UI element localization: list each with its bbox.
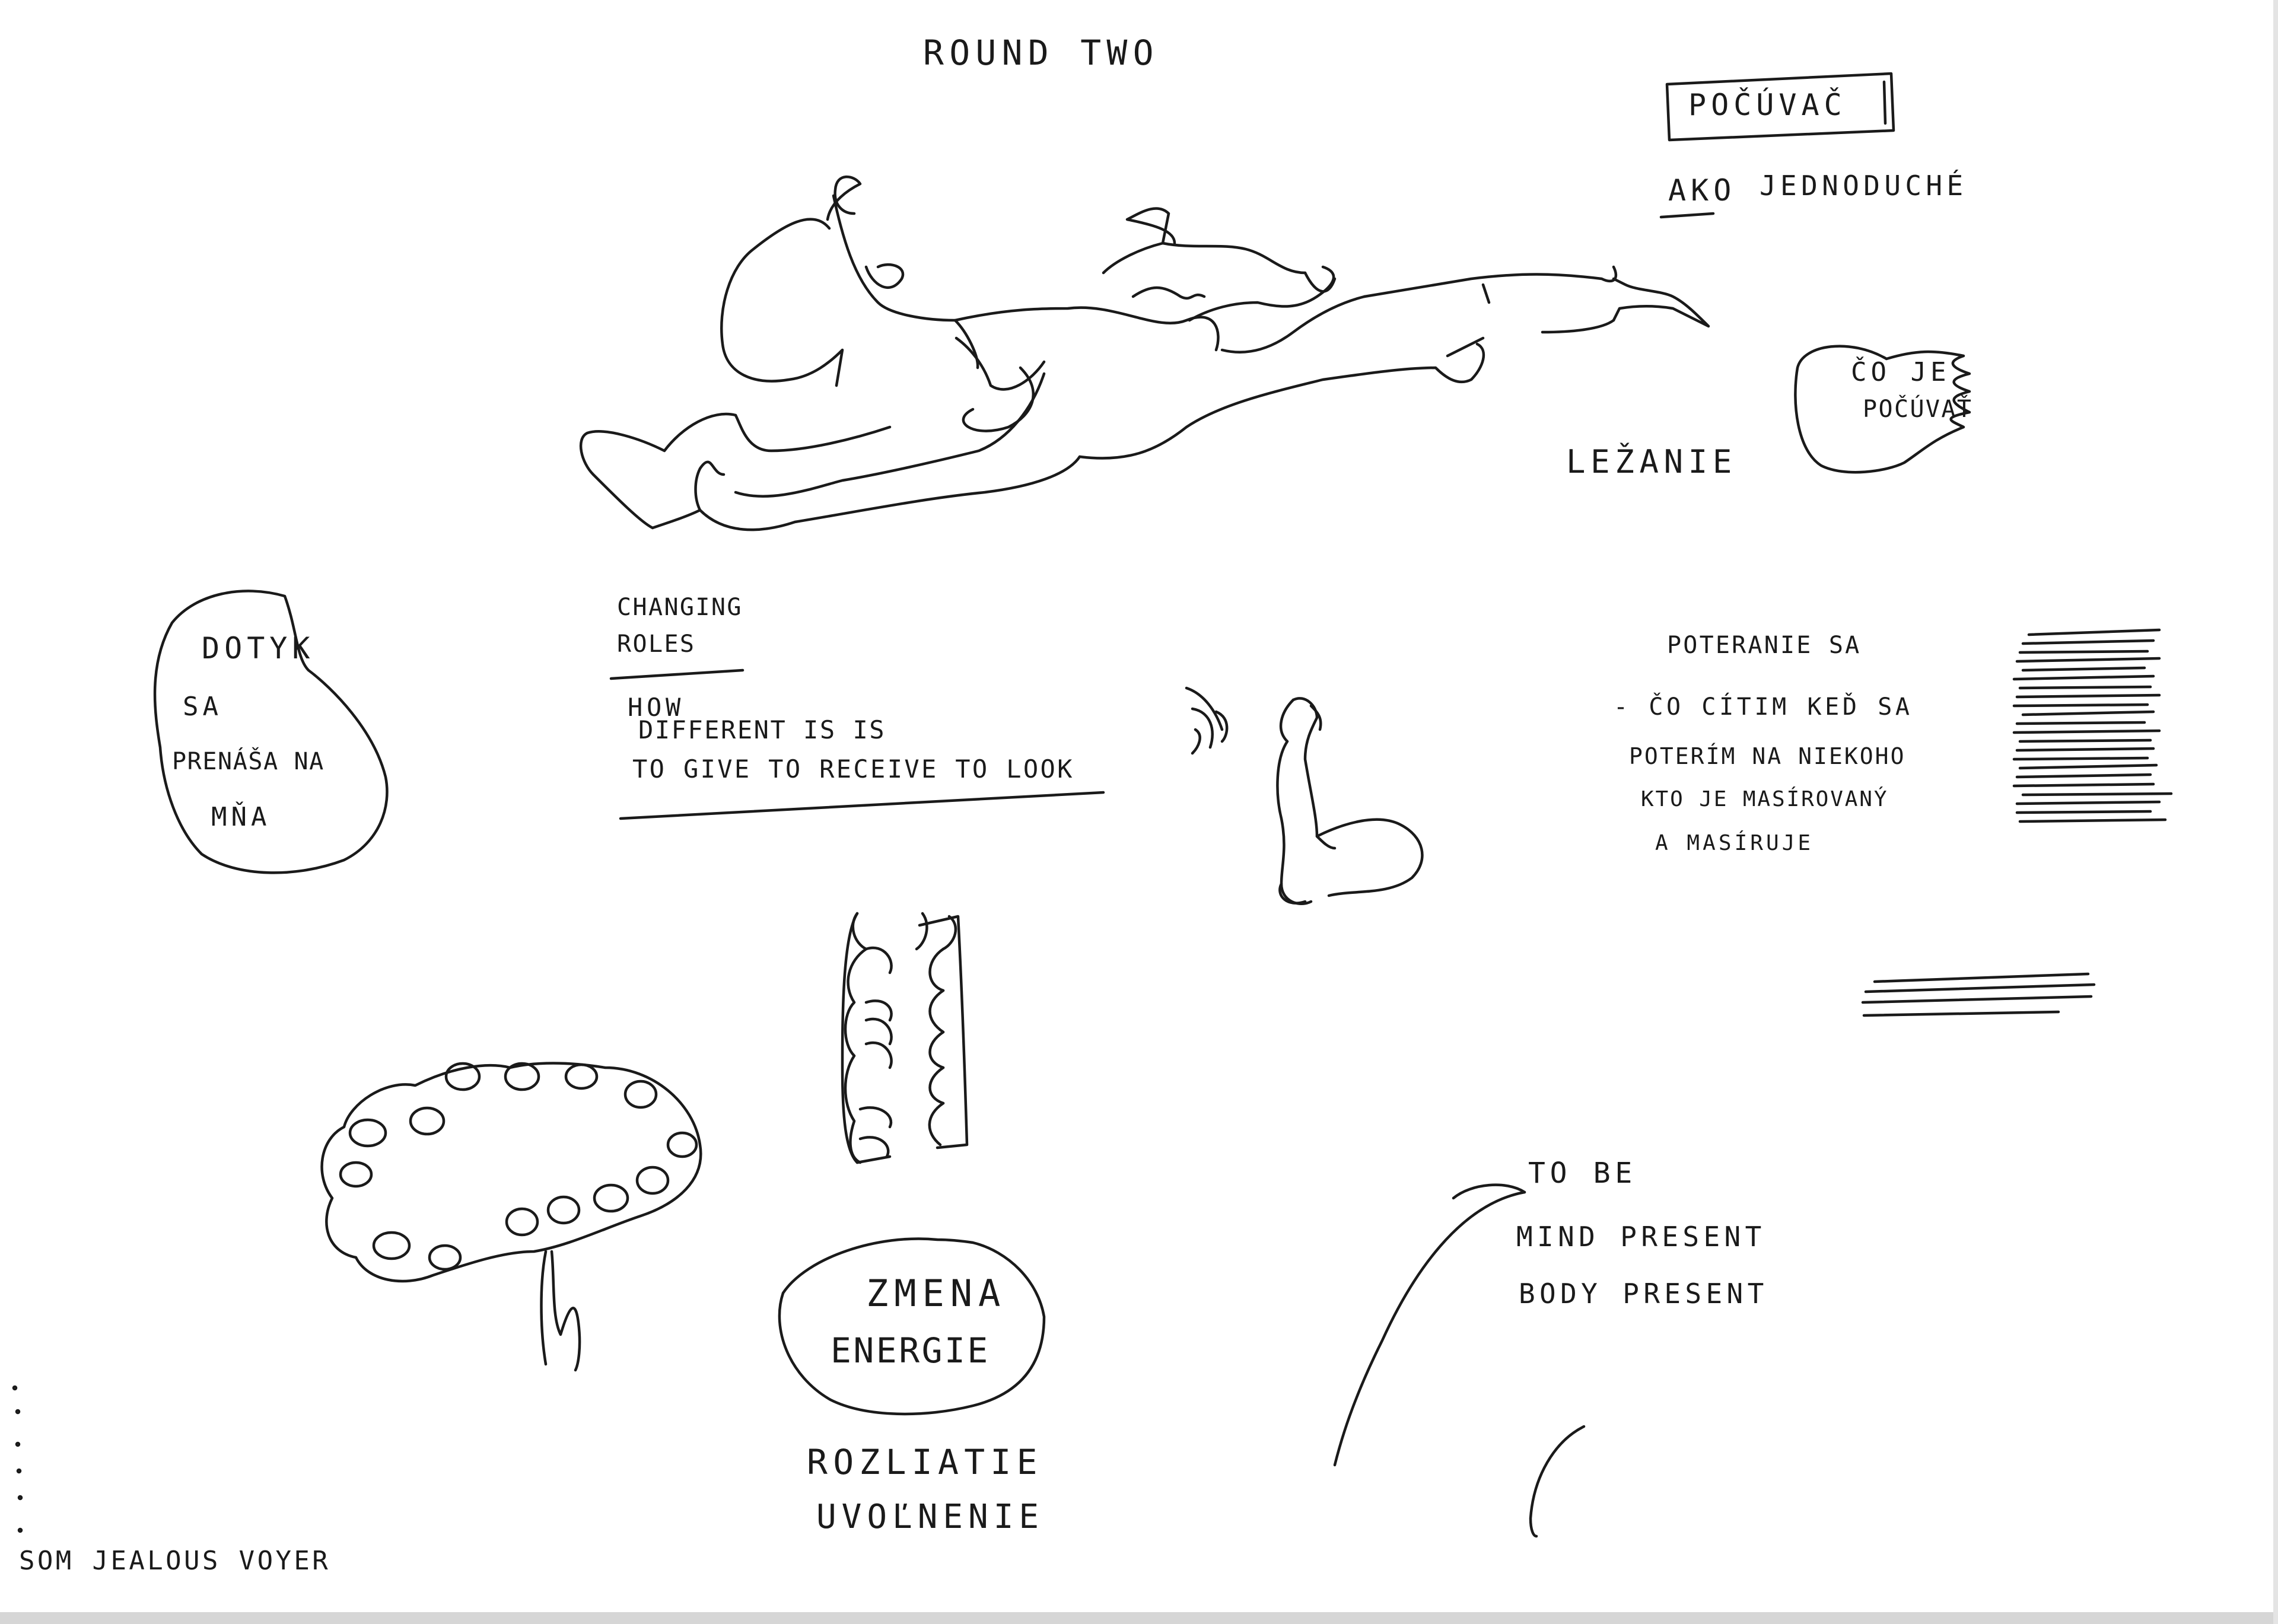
uvolnenie-label: UVOĽNENIE — [816, 1498, 1045, 1536]
roles-underline — [609, 668, 745, 680]
teeth-sketch — [841, 912, 969, 1164]
masirovany-label: KTO JE MASÍROVANÝ — [1641, 787, 1889, 811]
ako-label: AKO — [1668, 173, 1736, 208]
to-be-arc-tip — [1452, 1183, 1526, 1200]
speech-bubble — [1794, 345, 1971, 474]
ako-underline — [1659, 212, 1715, 219]
dotyk-label: DOTYK — [202, 631, 315, 665]
mna-label: MŇA — [211, 802, 271, 832]
citim-label: - ČO CÍTIM KEĎ SA — [1614, 693, 1913, 721]
scan-edge-bottom — [0, 1612, 2278, 1624]
pocuvac-label: POČÚVAČ — [1688, 88, 1847, 122]
prenasa-label: PRENÁŠA NA — [172, 748, 324, 775]
mind-present-label: MIND PRESENT — [1516, 1221, 1766, 1253]
co-je-label: ČO JE — [1851, 357, 1951, 387]
poterim-label: POTERÍM NA NIEKOHO — [1629, 743, 1906, 769]
thumb-sketch — [1276, 697, 1424, 905]
changing-label: CHANGING — [617, 594, 743, 621]
roles-label: ROLES — [617, 631, 696, 658]
waving-hand-sketch — [1185, 686, 1229, 755]
small-arc — [1529, 1425, 1586, 1538]
masiruje-label: A MASÍRUJE — [1655, 831, 1814, 855]
to-be-arc — [1333, 1190, 1526, 1467]
scan-edge-right — [2273, 0, 2278, 1624]
give-underline — [619, 791, 1105, 820]
poterenie-label: POTERANIE SA — [1667, 632, 1862, 659]
rozliatie-label: ROZLIATIE — [807, 1442, 1043, 1482]
energie-label: ENERGIE — [831, 1330, 990, 1371]
pocuvat-label: POČÚVAŤ — [1863, 396, 1973, 423]
jednoduche-label: JEDNODUCHÉ — [1760, 170, 1968, 202]
sa-label: SA — [183, 692, 223, 722]
dotyk-blob — [153, 590, 389, 874]
to-be-label: TO BE — [1528, 1157, 1637, 1190]
body-present-label: BODY PRESENT — [1519, 1278, 1768, 1310]
tree-sketch — [320, 1062, 702, 1372]
pocuvac-box — [1665, 72, 1895, 142]
page-title: ROUND TWO — [923, 33, 1159, 73]
pocuvac-box-side — [1882, 80, 1887, 125]
zmena-label: ZMENA — [866, 1272, 1007, 1315]
how-label: HOW — [628, 693, 685, 722]
zmena-bubble — [778, 1237, 1046, 1416]
give-receive-label: TO GIVE TO RECEIVE TO LOOK — [632, 754, 1074, 784]
dots — [12, 1385, 23, 1533]
hatching-small — [1861, 972, 2096, 1017]
hatching — [2012, 628, 2173, 823]
lezanie-label: LEŽANIE — [1566, 443, 1738, 480]
lying-figures-sketch — [579, 175, 1710, 531]
jealous-label: SOM JEALOUS VOYER — [19, 1546, 331, 1576]
different-label: DIFFERENT IS IS — [638, 715, 886, 744]
